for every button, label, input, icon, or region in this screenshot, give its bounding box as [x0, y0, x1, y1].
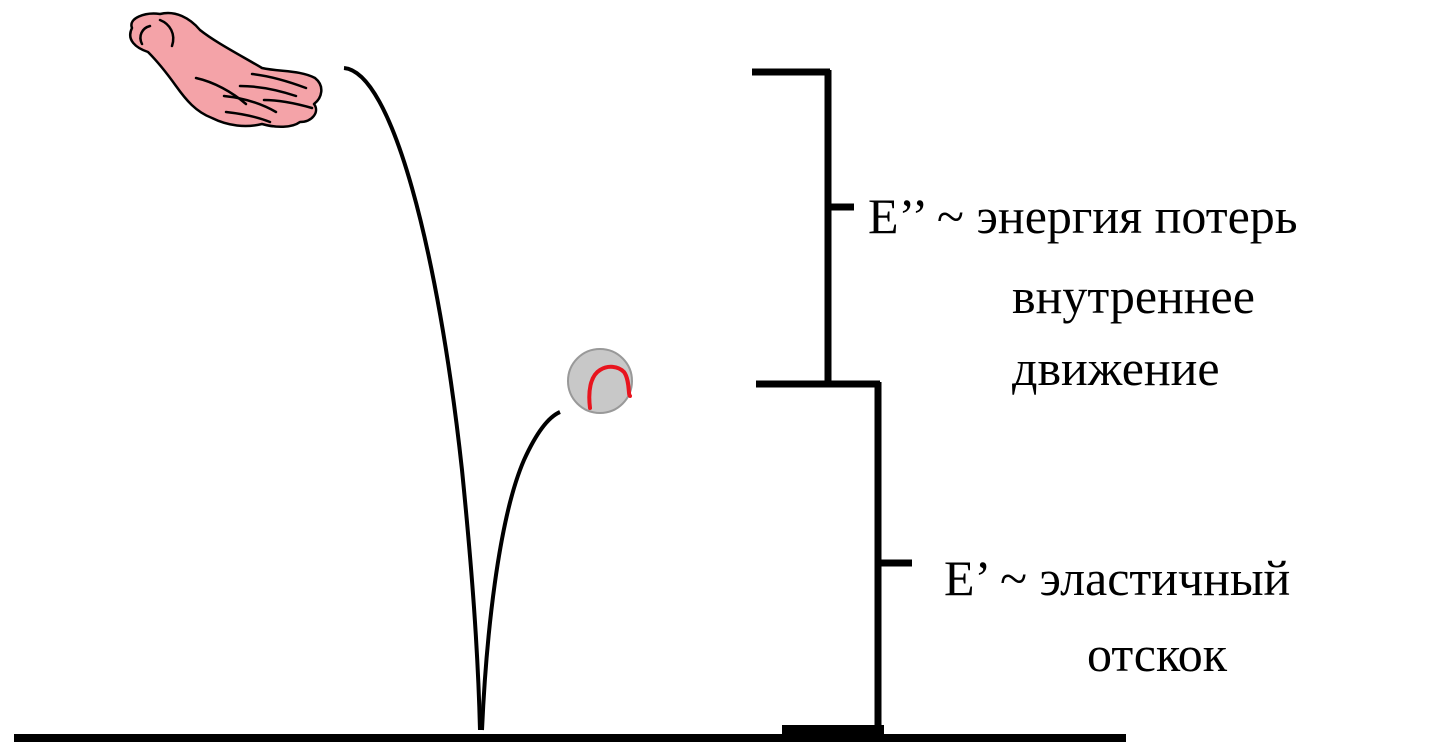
loss-energy-label: E’’ ~ энергия потерь	[868, 188, 1298, 244]
elastic-energy-label: E’ ~ эластичный	[944, 550, 1290, 606]
bounce-trajectory	[482, 412, 560, 730]
fall-trajectory	[344, 68, 480, 730]
elastic-energy-bracket	[782, 382, 912, 736]
loss-energy-bracket	[752, 70, 880, 386]
open-hand-icon	[130, 13, 321, 127]
loss-energy-subtitle-line1: внутреннее	[1012, 268, 1255, 324]
elastic-energy-subtitle: отскок	[1087, 626, 1227, 682]
ball-icon	[568, 349, 632, 413]
loss-energy-subtitle-line2: движение	[1012, 340, 1220, 396]
